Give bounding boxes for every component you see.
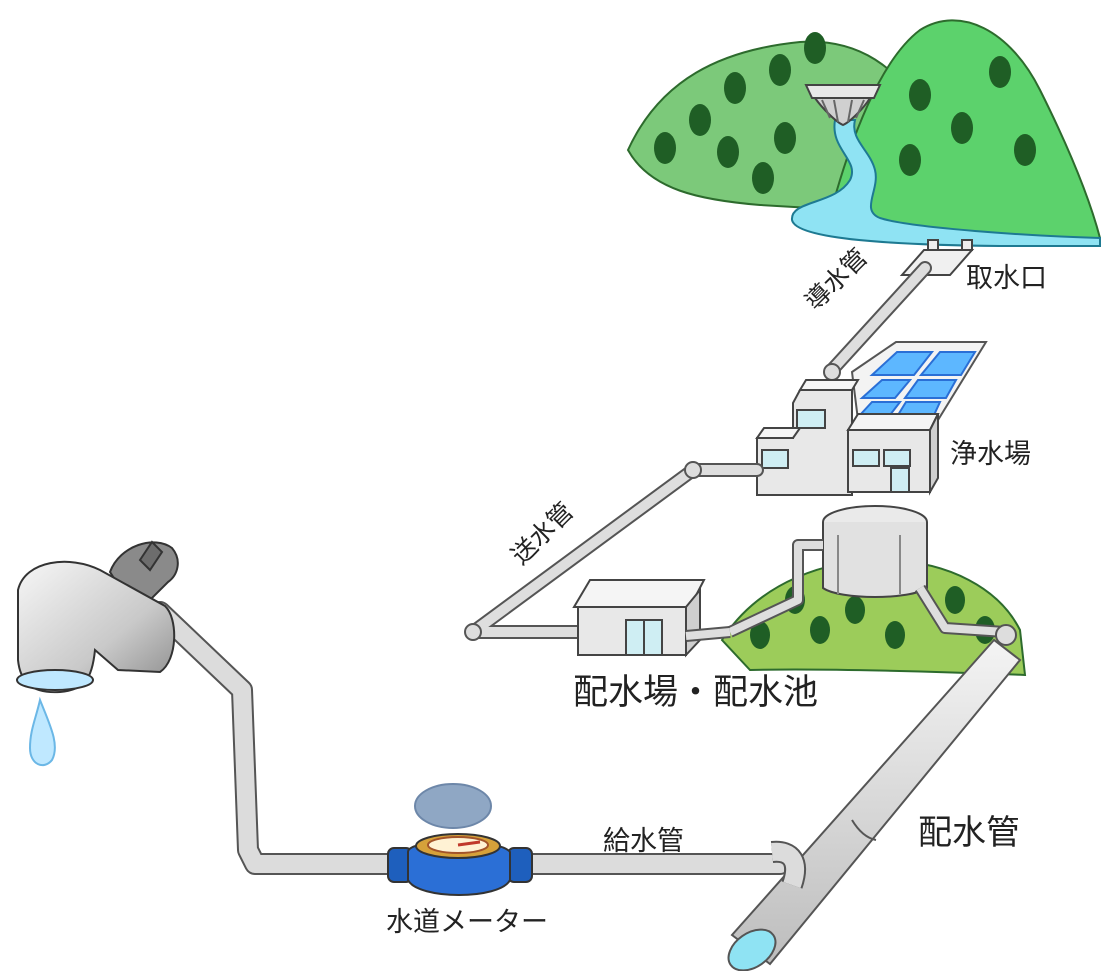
intake-structure [899,239,975,276]
distribution-main-label: 配水管 [918,813,1020,853]
raw-water-pipe [823,261,932,381]
service-pipe [149,601,807,889]
distribution-station-label: 配水場・配水池 [573,673,819,713]
trees [654,32,1036,194]
mountains [626,19,1101,248]
faucet [16,540,179,767]
water-meter [387,783,533,896]
purification-plant [755,341,988,496]
distribution-station [572,579,731,658]
distribution-reservoir [720,505,1027,677]
water-meter-label: 水道メーター [386,907,548,938]
dam [804,84,882,127]
intake-label: 取水口 [966,263,1047,294]
purification-plant-label: 浄水場 [950,439,1031,470]
transmission-pipe [464,461,764,641]
supply-pipe-label: 給水管 [603,826,684,857]
